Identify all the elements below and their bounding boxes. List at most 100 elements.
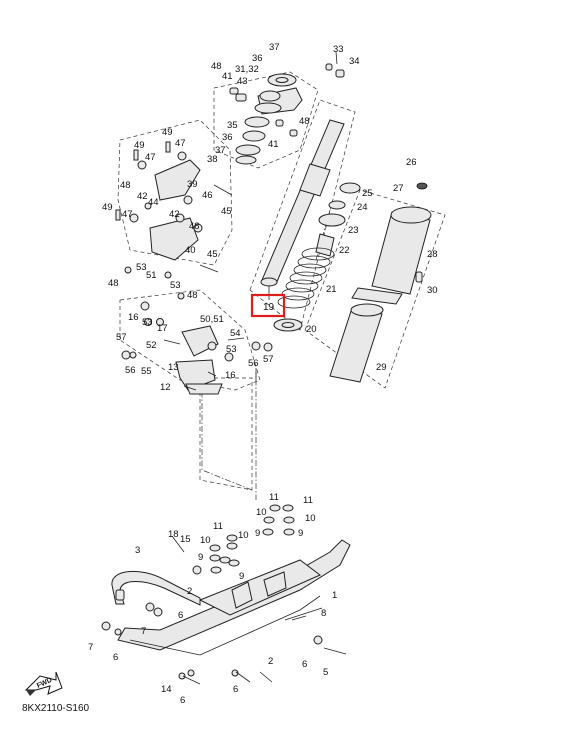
callout-label: 56 <box>125 365 136 376</box>
upper-arm-assembly <box>229 63 345 165</box>
callout-label: 9 <box>298 528 303 539</box>
callout-label: 46 <box>202 190 213 201</box>
callout-label: 9 <box>198 552 203 563</box>
callout-label: 40 <box>185 245 196 256</box>
callout-label: 36 <box>222 132 233 143</box>
callout-label: 9 <box>239 571 244 582</box>
callout-label: 14 <box>161 684 172 695</box>
group-outline-link <box>199 377 253 491</box>
leader-lines <box>183 51 338 391</box>
callout-label: 24 <box>357 202 368 213</box>
callout-label: 55 <box>141 366 152 377</box>
fwd-arrow-icon: FWD <box>24 671 63 696</box>
callout-label: 48 <box>299 116 310 127</box>
callout-label: 10 <box>238 530 249 541</box>
callout-label: 53 <box>170 280 181 291</box>
callout-label-highlighted: 19 <box>263 302 275 313</box>
callout-label: 3 <box>135 545 140 556</box>
callout-label: 48 <box>108 278 119 289</box>
callout-label: 11 <box>213 521 223 532</box>
callout-label: 9 <box>255 528 260 539</box>
callout-label: 8 <box>321 608 326 619</box>
highlight-box <box>250 293 286 318</box>
callout-label: 50,51 <box>200 314 224 325</box>
callout-label: 41 <box>222 71 233 82</box>
callout-label: 47 <box>122 209 133 220</box>
callout-label: 33 <box>333 44 344 55</box>
callout-label: 52 <box>146 340 157 351</box>
callout-label: 39 <box>187 179 198 190</box>
callout-label: 11 <box>303 495 313 506</box>
callout-label: 28 <box>427 249 438 260</box>
callout-label: 13 <box>168 362 179 373</box>
callout-label: 27 <box>393 183 404 194</box>
callout-label: 49 <box>102 202 113 213</box>
callout-label: 37 <box>269 42 280 53</box>
callout-label: 11 <box>269 492 279 503</box>
callout-label: 23 <box>348 225 359 236</box>
ski-assembly <box>111 539 351 656</box>
group-outline-upper-arm <box>213 71 319 169</box>
callout-label: 1 <box>332 590 337 601</box>
callout-label: 34 <box>349 56 360 67</box>
callout-label: 41 <box>268 139 279 150</box>
callout-label: 10 <box>200 535 211 546</box>
callout-label: 30 <box>427 285 438 296</box>
callout-label: 2 <box>187 586 192 597</box>
ski-hardware <box>101 504 347 685</box>
callout-label: 35 <box>227 120 238 131</box>
callout-label: 10 <box>256 507 267 518</box>
callout-label: 57 <box>116 332 127 343</box>
callout-label: 57 <box>263 354 274 365</box>
callout-label: 31,32 <box>235 64 259 75</box>
callout-label: 54 <box>230 328 241 339</box>
callout-label: 53 <box>142 317 153 328</box>
callout-label: 49 <box>162 127 173 138</box>
centerline-2 <box>201 380 253 491</box>
callout-label: 51 <box>146 270 157 281</box>
callout-label: 6 <box>180 695 185 706</box>
callout-label: 56 <box>248 358 259 369</box>
callout-label: 22 <box>339 245 350 256</box>
group-outline-left-bracket <box>117 119 233 266</box>
callout-label: 16 <box>128 312 139 323</box>
callout-label: 45 <box>221 206 232 217</box>
callout-label: 48 <box>189 221 200 232</box>
callout-label: 7 <box>141 626 146 637</box>
callout-label: 36 <box>252 53 263 64</box>
callout-label: 25 <box>362 188 373 199</box>
lower-bracket-assembly <box>121 301 273 395</box>
callout-label: 6 <box>302 659 307 670</box>
shock-absorber-assembly <box>260 119 361 332</box>
callout-label: 42 <box>169 209 180 220</box>
callout-label: 26 <box>406 157 417 168</box>
callout-label: 42 <box>137 191 148 202</box>
callout-label: 15 <box>180 534 191 545</box>
callout-label: 2 <box>268 656 273 667</box>
callout-label: 5 <box>323 667 328 678</box>
left-bracket-assembly <box>115 141 233 300</box>
callout-label: 20 <box>306 324 317 335</box>
group-outline-lower <box>119 289 261 391</box>
callout-label: 43 <box>237 76 248 87</box>
callout-label: 6 <box>113 652 118 663</box>
callout-label: 45 <box>207 249 218 260</box>
callout-label: 38 <box>207 154 218 165</box>
callout-label: 53 <box>226 344 237 355</box>
callout-label: 7 <box>88 642 93 653</box>
callout-label: 48 <box>211 61 222 72</box>
callout-label: 44 <box>148 197 159 208</box>
callout-label: 6 <box>178 610 183 621</box>
callout-label: 12 <box>160 382 171 393</box>
diagram-code: 8KX2110-S160 <box>22 703 90 714</box>
callout-label: 10 <box>305 513 316 524</box>
callout-label: 48 <box>120 180 131 191</box>
shock-cover-assembly <box>329 182 432 383</box>
callout-label: 18 <box>168 529 179 540</box>
callout-label: 37 <box>215 145 226 156</box>
callout-label: 49 <box>134 140 145 151</box>
callout-label: 29 <box>376 362 387 373</box>
callout-label: 48 <box>187 290 198 301</box>
callout-label: 53 <box>136 262 147 273</box>
